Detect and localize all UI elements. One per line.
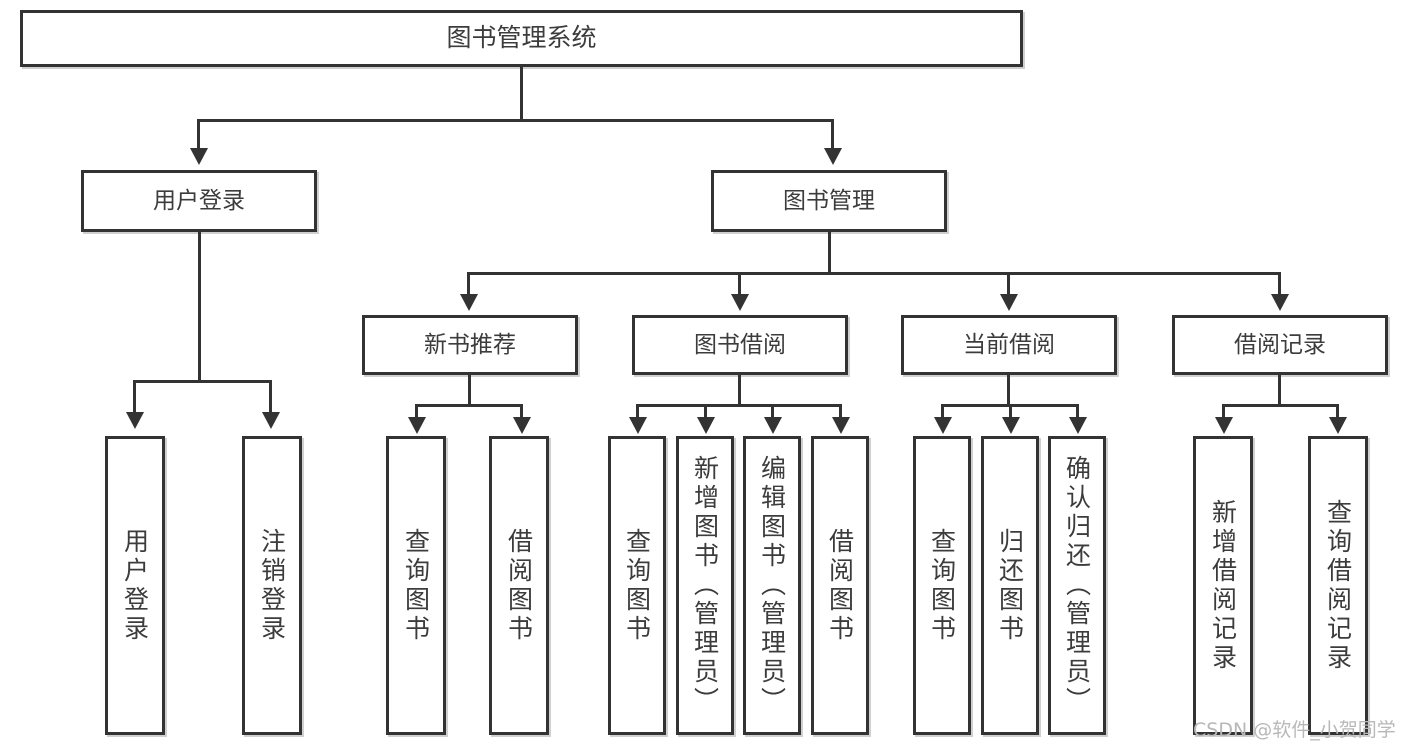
edge-book-manage-to-lvl3-4 [1278,272,1281,296]
edge-root-to-user-login [197,119,200,150]
edge-book-manage-to-lvl3-3 [1007,272,1010,296]
leaf-return-book[interactable]: 归还图书 [981,436,1039,735]
node-label: 查询图书 [622,527,652,644]
edge-root-stem [520,67,523,119]
arrowhead-user-login-leaf-2 [262,412,280,429]
edge-borrow-to-leaf-3 [771,404,774,419]
node-label: 借阅记录 [1234,331,1326,358]
node-label: 查询借阅记录 [1323,498,1353,673]
edge-borrow-to-leaf-1 [636,404,639,419]
arrowhead-lvl3-4 [1271,294,1289,311]
edge-book-manage-to-lvl3-1 [467,272,470,296]
node-label: 确认归还（管理员） [1062,455,1092,716]
node-user-login[interactable]: 用户登录 [81,170,317,232]
node-label: 注销登录 [257,527,287,644]
leaf-query-borrow-record[interactable]: 查询借阅记录 [1308,436,1368,735]
arrowhead-lvl3-3 [1000,294,1018,311]
arrowhead-borrow-leaf-1 [629,417,647,434]
edge-book-manage-bus [467,272,1281,275]
leaf-edit-book[interactable]: 编辑图书（管理员） [743,436,801,735]
arrowhead-recommend-leaf-2 [513,417,531,434]
node-label: 借阅图书 [825,527,855,644]
node-label: 新书推荐 [424,331,516,358]
node-label: 当前借阅 [963,331,1055,358]
node-borrow-record[interactable]: 借阅记录 [1172,315,1388,375]
leaf-add-borrow-record[interactable]: 新增借阅记录 [1193,436,1253,735]
edge-borrow-stem [738,375,741,404]
node-root-system[interactable]: 图书管理系统 [20,10,1023,67]
edge-user-login-stem [198,232,201,380]
node-book-manage[interactable]: 图书管理 [711,170,947,232]
node-label: 用户登录 [120,527,150,644]
leaf-query-book-borrow[interactable]: 查询图书 [608,436,666,735]
watermark-text: CSDN @软件_小贺同学 [1193,719,1396,741]
node-label: 新增图书（管理员） [690,455,720,716]
arrowhead-current-leaf-2 [1002,417,1020,434]
edge-record-to-leaf-2 [1336,404,1339,419]
arrowhead-recommend-leaf-1 [408,417,426,434]
leaf-user-login[interactable]: 用户登录 [105,436,165,735]
edge-recommend-to-leaf-1 [415,404,418,419]
arrowhead-lvl3-1 [460,294,478,311]
arrowhead-borrow-leaf-2 [697,417,715,434]
edge-recommend-to-leaf-2 [520,404,523,419]
edge-root-to-book-manage [831,119,834,150]
leaf-query-book-recommend[interactable]: 查询图书 [386,436,446,735]
arrowhead-borrow-leaf-4 [832,417,850,434]
leaf-logout-login[interactable]: 注销登录 [242,436,302,735]
arrowhead-to-user-login [190,148,208,165]
node-label: 用户登录 [153,187,245,214]
arrowhead-record-leaf-1 [1215,417,1233,434]
leaf-borrow-book-recommend[interactable]: 借阅图书 [489,436,549,735]
edge-borrow-bus [636,404,842,407]
arrowhead-lvl3-2 [731,294,749,311]
edge-recommend-bus [415,404,523,407]
node-label: 归还图书 [995,527,1025,644]
arrowhead-user-login-leaf-1 [126,412,144,429]
node-book-borrow[interactable]: 图书借阅 [632,315,848,375]
edge-book-manage-stem [828,232,831,272]
node-label: 图书管理 [783,187,875,214]
node-label: 查询图书 [401,527,431,644]
node-current-borrow[interactable]: 当前借阅 [901,315,1117,375]
node-new-book-recommend[interactable]: 新书推荐 [362,315,578,375]
edge-current-to-leaf-2 [1009,404,1012,419]
node-label: 借阅图书 [504,527,534,644]
node-label: 查询图书 [927,527,957,644]
edge-record-to-leaf-1 [1222,404,1225,419]
edge-current-stem [1007,375,1010,404]
edge-record-stem [1278,375,1281,404]
leaf-borrow-book[interactable]: 借阅图书 [811,436,869,735]
node-label: 编辑图书（管理员） [757,455,787,716]
leaf-query-book-current[interactable]: 查询图书 [913,436,971,735]
edge-current-to-leaf-1 [941,404,944,419]
arrowhead-current-leaf-3 [1069,417,1087,434]
arrowhead-current-leaf-1 [934,417,952,434]
edge-user-login-to-leaf-1 [133,380,136,414]
arrowhead-to-book-manage [824,148,842,165]
edge-recommend-stem [468,375,471,404]
edge-root-bus [197,119,834,122]
edge-user-login-to-leaf-2 [269,380,272,414]
edge-book-manage-to-lvl3-2 [738,272,741,296]
node-label: 图书管理系统 [446,23,597,53]
edge-borrow-to-leaf-4 [839,404,842,419]
leaf-confirm-return[interactable]: 确认归还（管理员） [1048,436,1106,735]
arrowhead-borrow-leaf-3 [764,417,782,434]
node-label: 新增借阅记录 [1208,498,1238,673]
edge-user-login-bus [133,380,272,383]
node-label: 图书借阅 [694,331,786,358]
leaf-add-book[interactable]: 新增图书（管理员） [676,436,734,735]
edge-borrow-to-leaf-2 [704,404,707,419]
arrowhead-record-leaf-2 [1329,417,1347,434]
edge-current-to-leaf-3 [1076,404,1079,419]
edge-record-bus [1222,404,1339,407]
